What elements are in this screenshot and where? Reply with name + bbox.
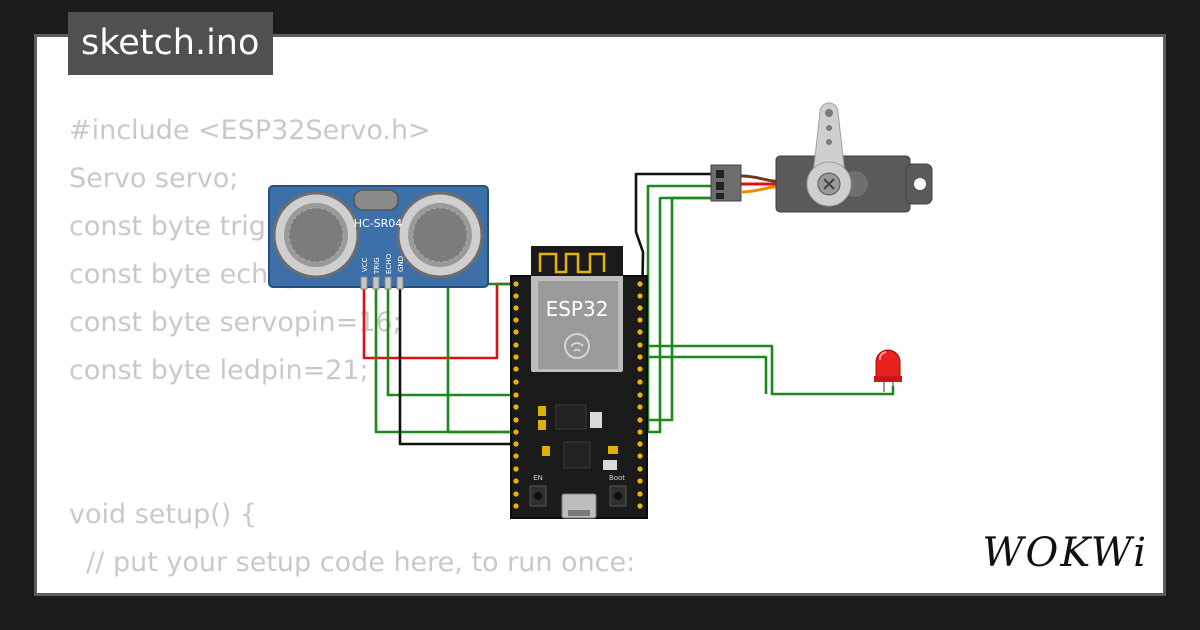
en-button[interactable] xyxy=(529,485,547,507)
sensor-label: HC-SR04 xyxy=(354,217,403,230)
filename-tab[interactable]: sketch.ino xyxy=(68,12,274,75)
board-label: ESP32 xyxy=(546,297,609,321)
hc-sr04-sensor[interactable]: HC-SR04 VCC TRIG ECHO GND xyxy=(268,185,489,290)
board-pins-left xyxy=(513,281,519,509)
red-led[interactable] xyxy=(874,349,902,392)
en-button-label: EN xyxy=(533,474,543,482)
wire-gnd-black xyxy=(398,288,516,446)
code-line: const byte servopin=16; xyxy=(69,307,402,338)
sensor-transducer-left xyxy=(272,191,360,279)
board-pins-right xyxy=(637,281,643,509)
wire-echo-green xyxy=(386,288,516,397)
servo-motor[interactable] xyxy=(775,102,933,213)
boot-button-label: Boot xyxy=(609,474,625,482)
sensor-pin-gnd: GND xyxy=(397,256,405,272)
code-line: // put your setup code here, to run once… xyxy=(69,547,636,578)
sensor-pin-trig: TRIG xyxy=(373,257,381,275)
wire-servo-power-green xyxy=(640,196,712,422)
sensor-pin-headers xyxy=(360,276,404,290)
esp32-board[interactable]: ESP32 xyxy=(510,246,648,519)
sensor-pin-vcc: VCC xyxy=(361,257,369,272)
board-components xyxy=(538,404,618,519)
wire-led-anode-green xyxy=(640,344,895,396)
wifi-module xyxy=(531,246,623,372)
wokwi-logo: WOKWi xyxy=(982,530,1148,576)
wire-servo-signal-green xyxy=(646,184,712,432)
code-line: Servo servo; xyxy=(69,163,239,194)
wire-led-cathode-green xyxy=(640,355,768,394)
sensor-transducer-right xyxy=(396,191,484,279)
boot-button[interactable] xyxy=(609,485,627,507)
code-line: #include <ESP32Servo.h> xyxy=(69,115,431,146)
code-line: void setup() { xyxy=(69,499,258,530)
code-line: const byte ledpin=21; xyxy=(69,355,369,386)
sensor-pin-echo: ECHO xyxy=(385,253,393,274)
